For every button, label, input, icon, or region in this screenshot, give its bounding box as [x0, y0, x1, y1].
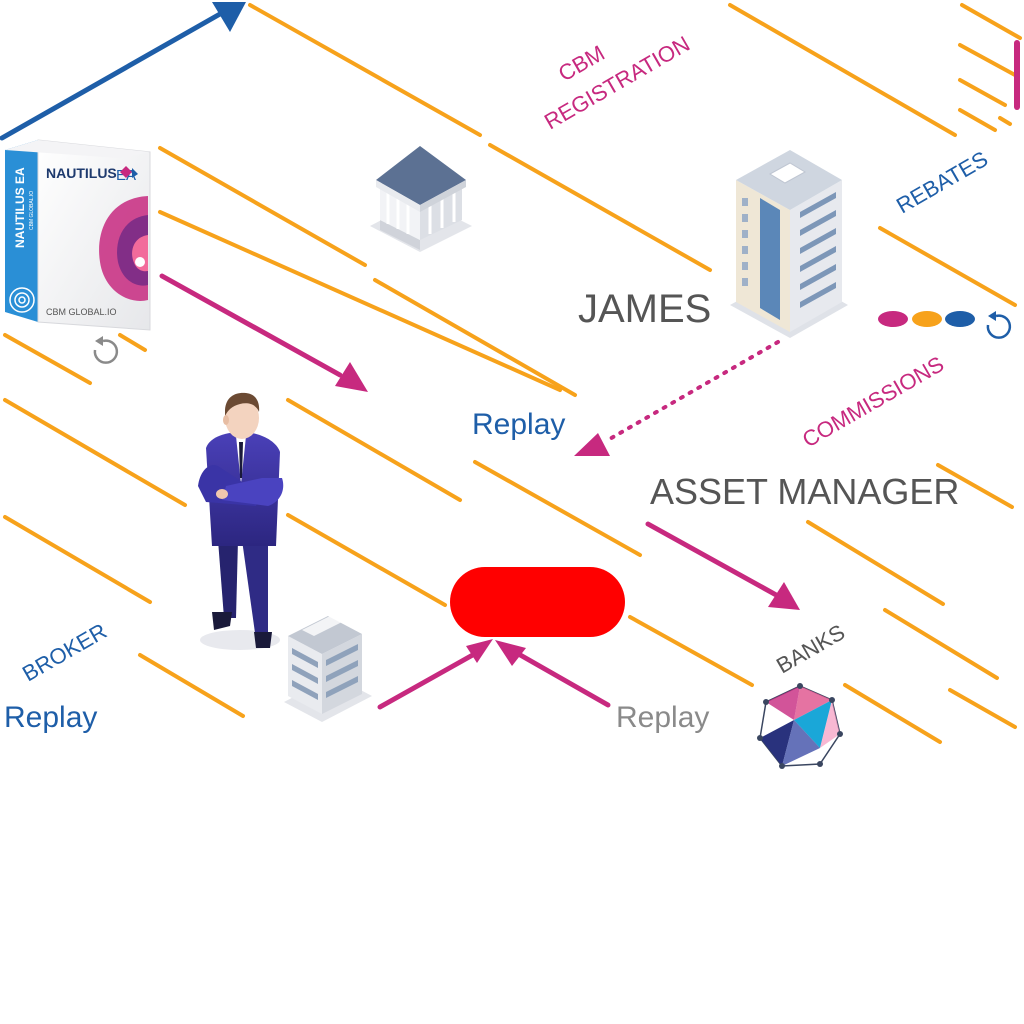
label-commissions: COMMISSIONS — [798, 351, 948, 452]
businessman-icon — [198, 392, 284, 650]
status-dots — [878, 311, 975, 327]
bank-building-icon — [370, 146, 472, 252]
arrow-replay-to-pill — [512, 649, 611, 708]
product-spine-sub: CBM GLOBAL.IO — [29, 191, 35, 230]
label-banks: BANKS — [772, 619, 849, 678]
label-replay-bottom[interactable]: Replay — [616, 701, 709, 734]
label-james: JAMES — [578, 287, 711, 331]
product-box[interactable]: NAUTILUS EA NAUTILUS EA CBM GLOBAL.IO CB… — [5, 139, 151, 331]
product-spine-text: NAUTILUS EA — [13, 167, 27, 248]
highlight-pill[interactable] — [450, 567, 625, 637]
label-replay-left[interactable]: Replay — [4, 701, 97, 734]
label-registration: REGISTRATION — [540, 31, 694, 134]
label-broker: BROKER — [18, 618, 111, 686]
product-brand: NAUTILUS — [46, 165, 117, 181]
product-company: CBM GLOBAL.IO — [46, 307, 117, 317]
label-asset-manager: ASSET MANAGER — [650, 471, 959, 512]
arrow-dotted-to-replay — [606, 340, 780, 442]
office-tower-icon — [730, 150, 848, 338]
replay-icon[interactable] — [93, 336, 119, 364]
arrow-office-to-pill — [377, 649, 481, 710]
blue-arrow — [0, 2, 246, 141]
label-rebates: REBATES — [892, 146, 992, 218]
orange-guide-lines — [3, 3, 1022, 744]
polyhedron-logo-icon — [757, 683, 843, 769]
replay-icon-right[interactable] — [986, 311, 1012, 339]
product-spine-logo — [120, 166, 138, 178]
magenta-arrowheads — [335, 362, 800, 666]
magenta-marker — [1014, 40, 1020, 110]
nautilus-shell-icon — [99, 196, 148, 301]
spine-shell-icon — [9, 287, 35, 313]
magenta-arrows — [159, 273, 781, 710]
arrow-asset-to-banks — [645, 521, 781, 599]
label-replay-center[interactable]: Replay — [472, 408, 565, 441]
arrow-product-to-replay — [159, 273, 343, 378]
office-building-icon — [284, 616, 372, 722]
